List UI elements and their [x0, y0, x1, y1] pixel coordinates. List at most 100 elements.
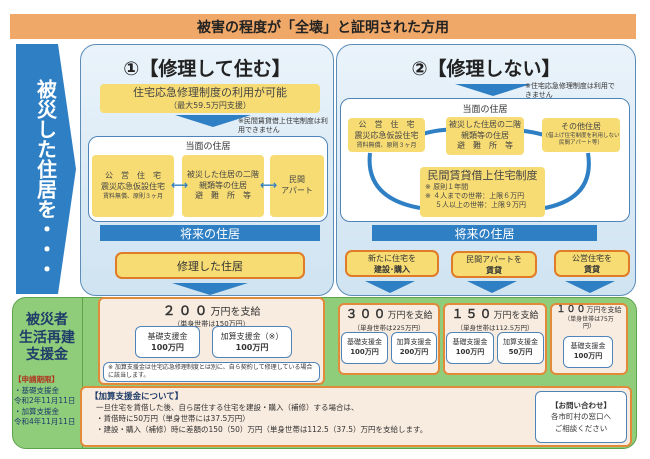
- no-repair-current-title: 当面の住居: [462, 105, 508, 115]
- amount: １５０: [451, 307, 494, 321]
- line: 賃料無償、原則３ヶ月: [356, 141, 417, 149]
- emergency-repair-box: 住宅応急修理制度の利用が可能 （最大59.5万円支援）: [100, 84, 320, 113]
- contact-box: 【お問い合わせ】 各市町村の窓口へ ご相談ください: [535, 391, 627, 443]
- amount: 50万円: [508, 348, 533, 356]
- addition-line: ・賃借時に50万円（単身世帯には37.5万円）: [96, 414, 250, 424]
- line: 支援金: [26, 347, 68, 363]
- no-repair-note: ※住宅応急修理制度は利用できません: [525, 82, 615, 100]
- line: 親類等の住居: [461, 130, 509, 140]
- single: （単身世帯は150万円）: [173, 320, 250, 328]
- amount: 100万円: [455, 348, 485, 356]
- repaired-home-box: 修理した住居: [115, 252, 305, 279]
- emergency-repair-max: （最大59.5万円支援）: [169, 100, 251, 110]
- rental-housing-box: 民間賃貸借上住宅制度 ※ 原則１年間 ※ ４人までの世帯：上限６万円 ５人以上の…: [420, 167, 545, 217]
- label: 基礎支援金: [147, 331, 188, 341]
- future-option: 公営住宅を賃貸: [554, 250, 630, 277]
- down-arrow-icon: [467, 281, 517, 293]
- repair-current-title: 当面の住居: [185, 142, 231, 152]
- amount: 100万円: [235, 343, 269, 352]
- repair-future-bar: 将来の住居: [100, 225, 320, 241]
- deadline-title: 【申請期限】: [14, 375, 59, 384]
- current-option: その他住居（借上げ住宅制度を利用しない民間アパート等）: [542, 118, 620, 152]
- current-option: 公 営 住 宅震災応急仮設住宅賃料無償、原則３ヶ月: [348, 118, 425, 152]
- line: 公 営 住 宅: [105, 171, 161, 181]
- addition-line: 一旦住宅を賃借した後、自ら居住する住宅を建設・購入（補修）する場合は、: [96, 403, 359, 413]
- addition-title: 【加算支援金について】: [90, 392, 184, 402]
- additional-support: 加算支援金（※）100万円: [212, 326, 292, 358]
- line: 公営住宅を: [572, 253, 612, 263]
- line: 令和2年11月11日: [14, 396, 76, 405]
- unit: 万円を支給: [387, 311, 433, 321]
- line: 新たに住宅を: [368, 253, 416, 263]
- line: 建設･購入: [374, 264, 410, 274]
- addition-line: ・建設・購入（補修）時に差額の150（50）万円（単身世帯は112.5（37.5…: [96, 425, 428, 435]
- line: その他住居: [561, 122, 601, 132]
- line: 親類等の住居: [199, 180, 247, 190]
- single: （単身世帯は112.5万円）: [456, 324, 534, 332]
- amount: 100万円: [573, 352, 603, 360]
- line: 震災応急仮設住宅: [101, 181, 165, 191]
- down-arrow-icon: [455, 84, 531, 96]
- double-arrow-icon: ⟷: [171, 178, 189, 192]
- line: 賃貸: [584, 264, 600, 274]
- payment-amount: １００万円を支給（単身世帯は75万円）: [550, 305, 628, 330]
- repair-pay-note: ※ 加算支援金は住宅応急修理制度とは別に、自ら契約して修理している場合に該当しま…: [103, 362, 320, 382]
- line: 公 営 住 宅: [358, 120, 415, 130]
- line: 民間アパートを: [466, 254, 522, 264]
- line: ・基礎支援金: [14, 385, 59, 395]
- rental-title: 民間賃貸借上住宅制度: [427, 169, 538, 182]
- rental-line: ※ 原則１年間: [425, 183, 469, 192]
- line: アパート: [281, 186, 313, 195]
- contact-line: ご相談ください: [554, 423, 608, 433]
- no-repair-heading: ②【修理しない】: [411, 57, 561, 80]
- payment-amount: ２００万円を支給 （単身世帯は150万円）: [98, 300, 325, 329]
- amount: 200万円: [399, 348, 429, 356]
- amount: ３００: [345, 307, 388, 321]
- line: 避 難 所 等: [457, 141, 513, 151]
- future-option: 新たに住宅を建設･購入: [345, 250, 439, 277]
- line: 賃料無償、原則３ヶ月: [102, 192, 163, 200]
- label: 加算支援金: [503, 338, 538, 347]
- current-option: 公 営 住 宅震災応急仮設住宅賃料無償、原則３ヶ月: [92, 155, 174, 217]
- unit: 万円を支給: [210, 307, 261, 318]
- divider: [82, 297, 83, 449]
- single: （単身世帯は225万円）: [353, 324, 425, 332]
- line: 被災した住居の二階: [449, 119, 521, 129]
- line: ・加算支援金: [14, 406, 59, 416]
- unit: 万円を支給: [586, 306, 622, 314]
- double-arrow-icon: ⟷: [260, 178, 278, 192]
- amount: ２００: [162, 304, 211, 319]
- current-option: 民間アパート: [270, 155, 324, 217]
- label: 加算支援金: [396, 338, 432, 347]
- single: （単身世帯は75万円）: [564, 315, 614, 330]
- line: 震災応急仮設住宅: [354, 130, 419, 140]
- amount: 100万円: [350, 348, 379, 356]
- line: 民間: [289, 175, 305, 185]
- current-option: 被災した住居の二階親類等の住居避 難 所 等: [446, 117, 524, 155]
- repair-note: ※民間賃貸借上住宅制度は利用できません: [238, 117, 328, 135]
- future-option: 民間アパートを賃貸: [451, 251, 537, 278]
- contact-line: 各市町村の窓口へ: [551, 412, 611, 422]
- line: 避 難 所 等: [195, 191, 251, 201]
- deadline-block: 【申請期限】 ・基礎支援金令和2年11月11日・加算支援金令和4年11月11日: [14, 375, 84, 428]
- support-label: 被災者生活再建支援金: [14, 312, 80, 365]
- payment-amount: ３００万円を支給 （単身世帯は225万円）: [338, 305, 440, 332]
- down-arrow-icon: [365, 281, 415, 293]
- repair-heading: ①【修理して住む】: [123, 57, 291, 80]
- down-arrow-icon: [175, 115, 251, 127]
- rental-line: ５人以上の世帯：上限９万円: [435, 201, 526, 210]
- page-title: 被害の程度が「全壊」と証明された方用: [10, 14, 636, 39]
- label: 基礎支援金: [347, 338, 382, 347]
- amount: 100万円: [151, 343, 184, 352]
- line: 被災者: [26, 312, 68, 328]
- payment-amount: １５０万円を支給（単身世帯は112.5万円）: [443, 305, 547, 332]
- label: 基礎支援金: [452, 338, 488, 347]
- no-repair-future-bar: 将来の住居: [372, 225, 597, 241]
- contact-title: 【お問い合わせ】: [551, 401, 611, 411]
- down-arrow-icon: [565, 281, 615, 293]
- basic-support: 基礎支援金 100万円: [135, 326, 200, 358]
